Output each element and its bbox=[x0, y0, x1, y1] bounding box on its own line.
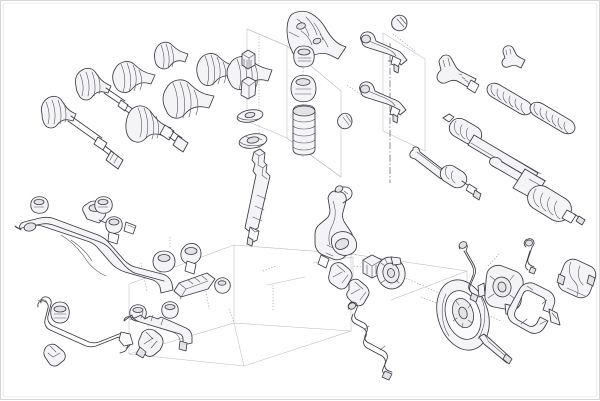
bushing bbox=[161, 301, 179, 319]
strut-mount-washer bbox=[236, 109, 264, 123]
brake-hose bbox=[458, 241, 479, 303]
drive-shaft-left bbox=[40, 95, 124, 170]
cv-joint-boot bbox=[112, 61, 156, 93]
rack-bellows-right bbox=[529, 101, 576, 135]
anti-roll-bar-link bbox=[135, 328, 164, 359]
cv-joint-boot bbox=[162, 79, 215, 119]
anti-roll-bar-bush bbox=[50, 301, 70, 324]
anti-roll-bar-clamp bbox=[43, 343, 66, 367]
cv-joint-boot bbox=[196, 53, 240, 86]
support-rail bbox=[123, 311, 193, 352]
wheel-hub bbox=[376, 256, 406, 290]
upper-control-arm-front bbox=[360, 31, 408, 74]
shock-absorber bbox=[244, 148, 271, 247]
strut-bearing-plate bbox=[238, 133, 268, 149]
upper-control-arm-rear bbox=[359, 81, 407, 124]
mounting-bracket bbox=[173, 272, 216, 300]
track-rod bbox=[409, 146, 482, 201]
steering-knuckle bbox=[314, 185, 358, 269]
drive-shaft-right bbox=[74, 67, 189, 153]
wear-sensor-cable bbox=[347, 301, 393, 381]
steering-rack bbox=[442, 113, 586, 226]
anti-roll-bar bbox=[37, 296, 134, 354]
splash-shield bbox=[328, 262, 370, 307]
disc-retaining-screw bbox=[478, 333, 513, 365]
tie-rod-end-small bbox=[501, 45, 526, 69]
ball-joint bbox=[391, 14, 408, 32]
strut-spacer-sleeve bbox=[240, 76, 257, 100]
caliper-guide-pin bbox=[523, 238, 537, 275]
bump-stop bbox=[290, 74, 317, 103]
bushing bbox=[94, 196, 113, 214]
rack-bellows-left bbox=[486, 82, 533, 116]
bushing bbox=[30, 196, 49, 214]
rubber-mount-bush bbox=[293, 45, 315, 68]
dust-bellows bbox=[292, 104, 316, 156]
lower-control-arm bbox=[14, 200, 202, 294]
bushing bbox=[214, 277, 231, 294]
caliper-carrier bbox=[507, 282, 561, 334]
tie-rod-end bbox=[436, 54, 480, 94]
cv-joint-boot bbox=[154, 41, 189, 70]
brake-pad-set bbox=[556, 258, 597, 299]
strut-top-nut bbox=[241, 49, 256, 70]
mount-bush bbox=[337, 112, 353, 130]
